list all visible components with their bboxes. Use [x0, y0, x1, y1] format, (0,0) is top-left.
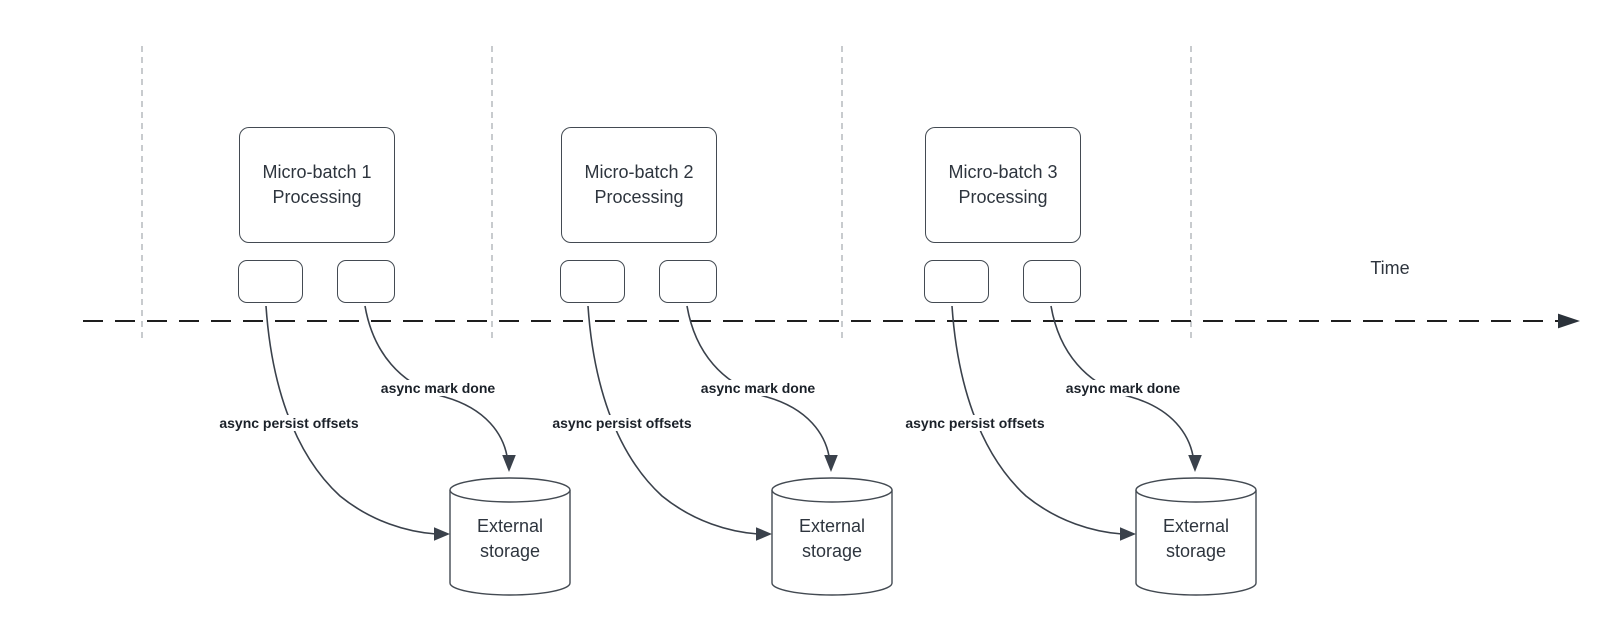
persist-task-box [560, 260, 625, 303]
storage-cylinder-top [449, 477, 571, 503]
time-label: Time [1370, 258, 1410, 278]
done-task-box [1023, 260, 1081, 303]
micro-batch-2-box: Micro-batch 2 Processing [561, 127, 717, 243]
external-storage-label: External storage [1162, 516, 1230, 561]
storage-cylinder-top [1135, 477, 1257, 503]
storage-cylinder-top [771, 477, 893, 503]
done-task-box [337, 260, 395, 303]
persist-task-box [924, 260, 989, 303]
persist-offsets-label: async persist offsets [169, 415, 409, 431]
persist-offsets-arrowhead-icon [756, 527, 772, 541]
persist-offsets-label: async persist offsets [855, 415, 1095, 431]
mark-done-label: async mark done [1003, 380, 1243, 396]
mark-done-arrow [364, 305, 508, 457]
mark-done-arrowhead-icon [1188, 455, 1202, 472]
micro-batch-3-label: Micro-batch 3 Processing [948, 162, 1058, 207]
storage-cylinder-body [449, 490, 571, 596]
micro-batch-1-label: Micro-batch 1 Processing [262, 162, 372, 207]
timeline-arrowhead-icon [1558, 313, 1580, 329]
mark-done-label: async mark done [638, 380, 878, 396]
persist-offsets-label: async persist offsets [502, 415, 742, 431]
storage-cylinder-body [771, 490, 893, 596]
persist-offsets-arrow [265, 305, 437, 535]
mark-done-label: async mark done [318, 380, 558, 396]
done-task-box [659, 260, 717, 303]
external-storage-label: External storage [476, 516, 544, 561]
micro-batch-1-box: Micro-batch 1 Processing [239, 127, 395, 243]
persist-offsets-arrowhead-icon [1120, 527, 1136, 541]
segment-3-shapes [951, 305, 1257, 596]
mark-done-arrowhead-icon [824, 455, 838, 472]
external-storage-label: External storage [798, 516, 866, 561]
micro-batch-2-label: Micro-batch 2 Processing [584, 162, 694, 207]
persist-task-box [238, 260, 303, 303]
segment-1-shapes [265, 305, 571, 596]
mark-done-arrow [686, 305, 830, 457]
persist-offsets-arrowhead-icon [434, 527, 450, 541]
segment-2-shapes [587, 305, 893, 596]
micro-batch-3-box: Micro-batch 3 Processing [925, 127, 1081, 243]
mark-done-arrow [1050, 305, 1194, 457]
persist-offsets-arrow [951, 305, 1123, 535]
persist-offsets-arrow [587, 305, 759, 535]
mark-done-arrowhead-icon [502, 455, 516, 472]
storage-cylinder-body [1135, 490, 1257, 596]
